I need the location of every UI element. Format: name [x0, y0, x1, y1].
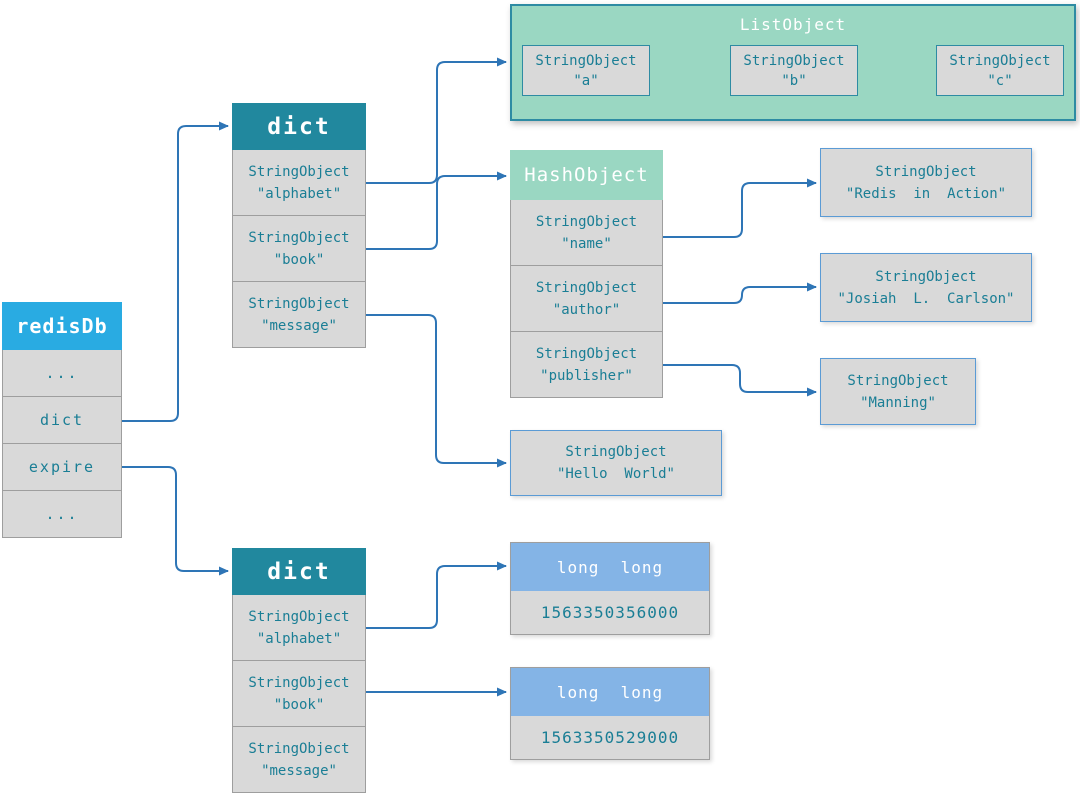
redisdb-row-expire: expire [2, 444, 122, 491]
redisdb-row-ellipsis-top: ... [2, 350, 122, 397]
longlong-1-value: 1563350356000 [511, 591, 709, 634]
connector-message-to-helloworld [366, 314, 507, 468]
longlong-2-value: 1563350529000 [511, 716, 709, 759]
dict-top-header: dict [232, 103, 366, 150]
connector-redisdb-dict-to-dict-top [122, 121, 229, 422]
stringobject-josiah-carlson: StringObject"Josiah L. Carlson" [820, 253, 1032, 322]
connector-author-to-josiah [663, 282, 817, 304]
listobject-item-c: StringObject"c" [936, 45, 1064, 96]
connector-alphabet-to-listobject [366, 57, 507, 184]
hashobject-table: HashObject StringObject"name" StringObje… [510, 150, 663, 398]
dict-bottom-header: dict [232, 548, 366, 595]
redisdb-table: redisDb ... dict expire ... [2, 302, 122, 538]
longlong-box-1: long long 1563350356000 [510, 542, 710, 635]
listobject-item-b: StringObject"b" [730, 45, 858, 96]
dict-bottom-row-alphabet: StringObject"alphabet" [232, 595, 366, 661]
dict-bottom-row-message: StringObject"message" [232, 727, 366, 793]
dict-top-row-message: StringObject"message" [232, 282, 366, 348]
stringobject-redis-in-action: StringObject"Redis in Action" [820, 148, 1032, 217]
redisdb-header: redisDb [2, 302, 122, 350]
listobject-container: ListObject StringObject"a" StringObject"… [510, 4, 1076, 121]
connector-redisdb-expire-to-dict-bottom [122, 466, 229, 576]
listobject-title: ListObject [739, 15, 847, 34]
listobject-item-a: StringObject"a" [522, 45, 650, 96]
dict-top-row-book: StringObject"book" [232, 216, 366, 282]
hashobject-row-publisher: StringObject"publisher" [510, 332, 663, 398]
redisdb-row-ellipsis-bottom: ... [2, 491, 122, 538]
connector-publisher-to-manning [663, 364, 817, 397]
dict-bottom-table: dict StringObject"alphabet" StringObject… [232, 548, 366, 793]
longlong-1-header: long long [511, 543, 709, 591]
connector-name-to-redisinaction [663, 178, 817, 238]
connector-alphabet2-to-longlong1 [366, 561, 507, 629]
redisdb-row-dict: dict [2, 397, 122, 444]
connector-book-to-hashobject [366, 171, 507, 250]
longlong-box-2: long long 1563350529000 [510, 667, 710, 760]
hashobject-row-author: StringObject"author" [510, 266, 663, 332]
dict-top-table: dict StringObject"alphabet" StringObject… [232, 103, 366, 348]
longlong-2-header: long long [511, 668, 709, 716]
hashobject-row-name: StringObject"name" [510, 200, 663, 266]
dict-top-row-alphabet: StringObject"alphabet" [232, 150, 366, 216]
stringobject-manning: StringObject"Manning" [820, 358, 976, 425]
stringobject-hello-world: StringObject"Hello World" [510, 430, 722, 496]
dict-bottom-row-book: StringObject"book" [232, 661, 366, 727]
hashobject-header: HashObject [510, 150, 663, 200]
